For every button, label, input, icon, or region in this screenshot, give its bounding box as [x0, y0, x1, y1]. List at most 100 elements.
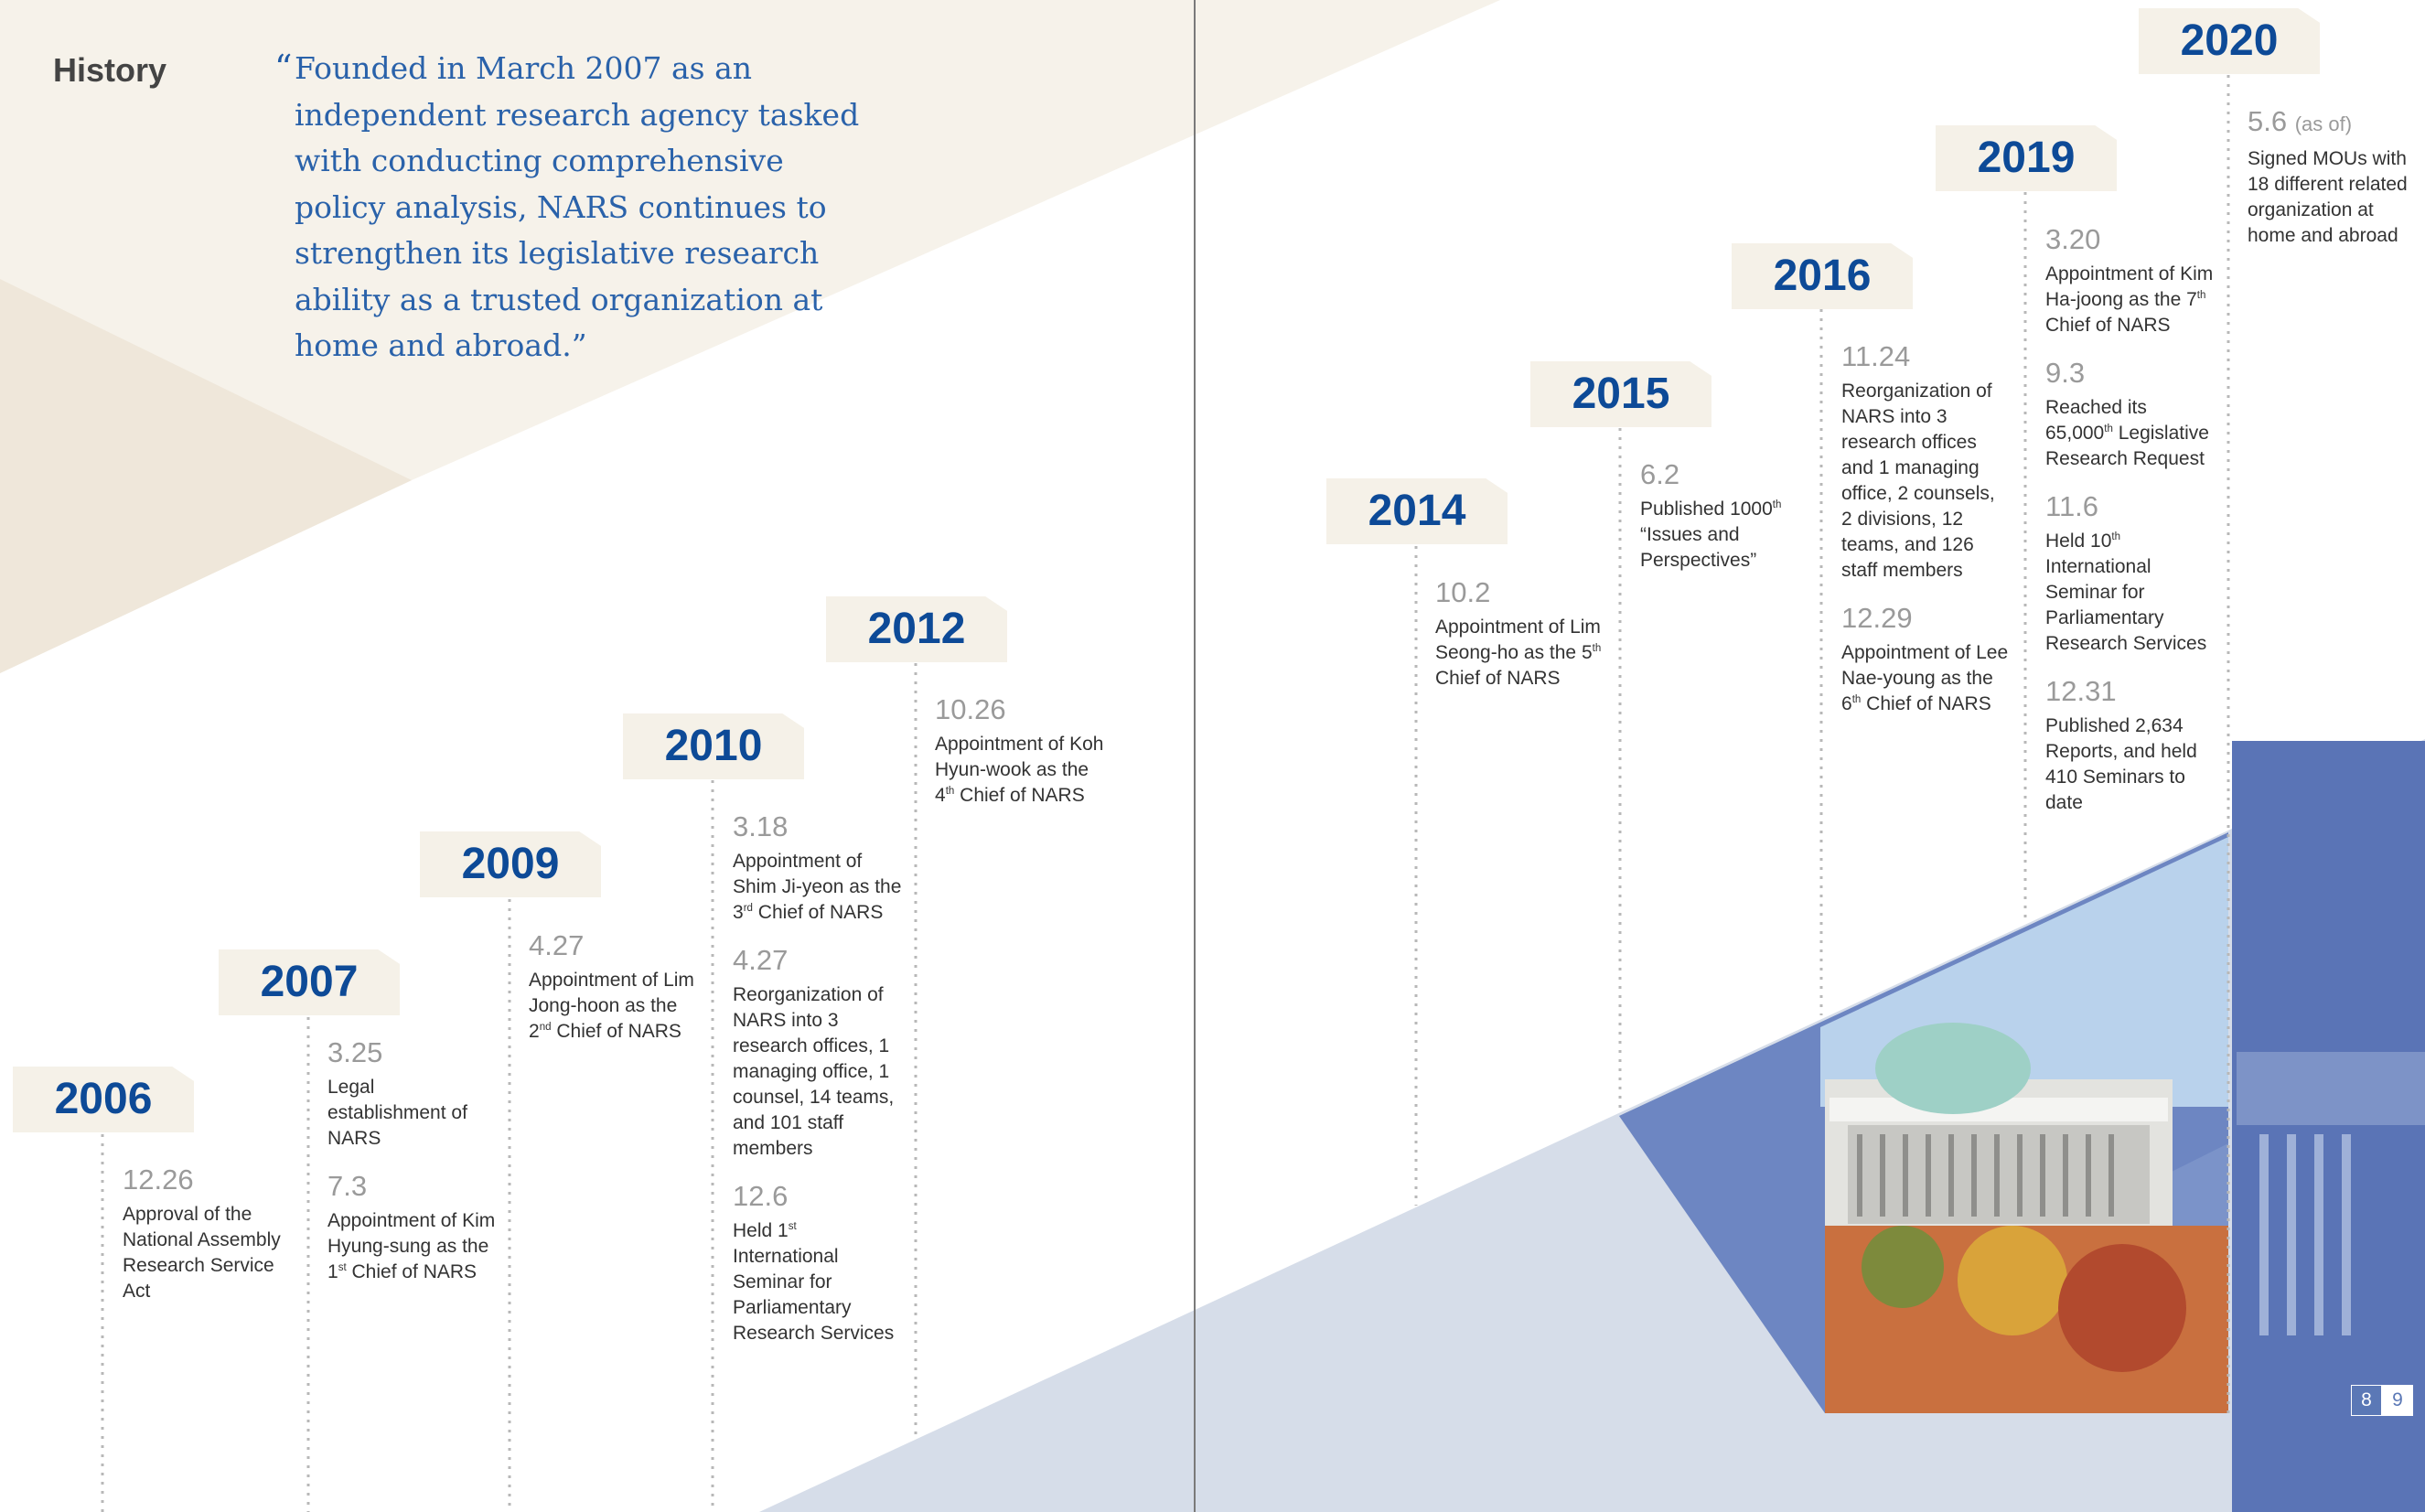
ordinal-suffix: st	[338, 1262, 347, 1273]
event-item: 12.26 Approval of the National Assembly …	[123, 1163, 292, 1304]
year-tab-2009: 2009	[420, 831, 601, 897]
event-description: Reached its 65,000th Legislative Researc…	[2045, 395, 2215, 472]
event-date: 3.18	[733, 810, 789, 842]
event-description-text: Chief of NARS	[346, 1261, 477, 1282]
event-item: 3.20 Appointment of Kim Ha-joong as the …	[2045, 223, 2215, 338]
ordinal-suffix: th	[2196, 290, 2206, 301]
event-description: Published 2,634 Reports, and held 410 Se…	[2045, 715, 2197, 813]
event-description: Appointment of Kim Hyung-sung as the 1st…	[327, 1208, 497, 1285]
event-description: Appointment of Lim Jong-hoon as the 2nd …	[529, 968, 698, 1045]
event-description-text: Appointment of Lim Jong-hoon as the 2	[529, 970, 694, 1042]
year-label: 2010	[664, 722, 763, 770]
event-description-text: Appointment of Lee Nae-young as the 6	[1841, 642, 2009, 714]
events-2006: 12.26 Approval of the National Assembly …	[123, 1163, 292, 1304]
events-2010: 3.18 Appointment of Shim Ji-yeon as the …	[733, 810, 902, 1346]
event-item: 11.6 Held 10th International Seminar for…	[2045, 490, 2215, 657]
open-quote-mark: “	[274, 48, 293, 88]
events-2016: 11.24 Reorganization of NARS into 3 rese…	[1841, 340, 2011, 717]
event-description-text: Appointment of Koh Hyun-wook as the 4	[935, 734, 1104, 806]
ordinal-suffix: th	[945, 786, 955, 797]
event-item: 3.25 Legal establishment of NARS	[327, 1036, 497, 1152]
year-label: 2016	[1773, 252, 1872, 300]
event-description: Approval of the National Assembly Resear…	[123, 1204, 281, 1302]
page-number-left: 8	[2351, 1385, 2382, 1416]
event-date: 12.26	[123, 1163, 194, 1196]
page-spine	[1194, 0, 1196, 1512]
ordinal-suffix: st	[788, 1221, 797, 1232]
event-description: Appointment of Shim Ji-yeon as the 3rd C…	[733, 849, 902, 926]
event-description-text: Chief of NARS	[752, 902, 884, 923]
year-label: 2006	[54, 1075, 153, 1123]
intro-quote: Founded in March 2007 as an independent …	[295, 50, 860, 363]
year-label: 2020	[2180, 16, 2279, 65]
event-description: Held 1st International Seminar for Parli…	[733, 1218, 902, 1346]
event-item: 6.2 Published 1000th “Issues and Perspec…	[1640, 458, 1809, 574]
ordinal-suffix: nd	[539, 1022, 552, 1033]
event-item: 4.27 Appointment of Lim Jong-hoon as the…	[529, 929, 698, 1045]
year-label: 2012	[867, 605, 966, 653]
event-date: 6.2	[1640, 458, 1680, 490]
event-description: Appointment of Kim Ha-joong as the 7th C…	[2045, 262, 2215, 338]
event-description-text: Held 1	[733, 1220, 789, 1241]
event-description: Legal establishment of NARS	[327, 1077, 467, 1149]
event-description-text: Chief of NARS	[1435, 668, 1561, 689]
year-tab-2015: 2015	[1530, 361, 1711, 427]
event-description-text: Chief of NARS	[954, 785, 1085, 806]
event-item: 12.31 Published 2,634 Reports, and held …	[2045, 675, 2215, 816]
event-item: 12.6 Held 1st International Seminar for …	[733, 1180, 902, 1346]
event-date-text: 5.6	[2248, 105, 2288, 137]
event-item: 7.3 Appointment of Kim Hyung-sung as the…	[327, 1170, 497, 1285]
event-description-text: Chief of NARS	[2045, 315, 2171, 336]
section-title: History	[53, 51, 167, 89]
event-description-text: Legislative Research Request	[2045, 423, 2209, 469]
ordinal-suffix: th	[1851, 694, 1862, 705]
year-tab-2020: 2020	[2139, 8, 2320, 74]
year-label: 2015	[1572, 370, 1670, 418]
event-date: 3.20	[2045, 223, 2101, 255]
event-description-text: Chief of NARS	[1861, 693, 1991, 714]
event-date: 12.29	[1841, 602, 1913, 634]
ordinal-suffix: th	[2104, 424, 2113, 434]
national-assembly-building-photo	[1619, 741, 2425, 1512]
year-label: 2007	[260, 958, 359, 1006]
page-numbers: 8 9	[2351, 1385, 2413, 1416]
event-date: 5.6 (as of)	[2248, 105, 2417, 141]
event-item: 11.24 Reorganization of NARS into 3 rese…	[1841, 340, 2011, 584]
event-description-text: “Issues and Perspectives”	[1640, 524, 1757, 571]
event-description-text: Reached its 65,000	[2045, 397, 2147, 444]
event-date: 11.6	[2045, 490, 2099, 522]
events-2007: 3.25 Legal establishment of NARS 7.3 App…	[327, 1036, 497, 1285]
event-description: Appointment of Koh Hyun-wook as the 4th …	[935, 732, 1104, 809]
event-description: Published 1000th “Issues and Perspective…	[1640, 497, 1809, 574]
year-tab-2014: 2014	[1326, 478, 1508, 544]
beige-top-left-shape	[0, 0, 1500, 673]
event-date: 9.3	[2045, 357, 2086, 389]
year-tab-2007: 2007	[219, 949, 400, 1015]
event-description-text: Appointment of Shim Ji-yeon as the 3	[733, 851, 902, 923]
events-2019: 3.20 Appointment of Kim Ha-joong as the …	[2045, 223, 2215, 816]
ordinal-suffix: th	[1592, 643, 1602, 654]
event-date: 11.24	[1841, 340, 1911, 372]
event-description-text: Appointment of Kim Hyung-sung as the 1	[327, 1210, 496, 1282]
year-tab-2019: 2019	[1936, 125, 2117, 191]
event-description: Appointment of Lim Seong-ho as the 5th C…	[1435, 615, 1604, 692]
event-description-text: Held 10	[2045, 531, 2112, 552]
event-description: Appointment of Lee Nae-young as the 6th …	[1841, 640, 2011, 717]
event-item: 3.18 Appointment of Shim Ji-yeon as the …	[733, 810, 902, 926]
event-description-text: Published 1000	[1640, 499, 1773, 520]
events-2012: 10.26 Appointment of Koh Hyun-wook as th…	[935, 693, 1104, 809]
event-description-text: International Seminar for Parliamentary …	[2045, 556, 2207, 654]
events-2009: 4.27 Appointment of Lim Jong-hoon as the…	[529, 929, 698, 1045]
year-tab-2010: 2010	[623, 713, 804, 779]
event-description-text: Appointment of Lim Seong-ho as the 5	[1435, 617, 1601, 663]
event-item: 10.26 Appointment of Koh Hyun-wook as th…	[935, 693, 1104, 809]
ordinal-suffix: rd	[743, 903, 753, 914]
ordinal-suffix: th	[2111, 531, 2121, 542]
event-item: 12.29 Appointment of Lee Nae-young as th…	[1841, 602, 2011, 717]
event-date: 12.31	[2045, 675, 2117, 707]
year-label: 2009	[461, 840, 560, 888]
event-date: 4.27	[529, 929, 585, 961]
event-item: 5.6 (as of) Signed MOUs with 18 differen…	[2248, 105, 2417, 249]
as-of-note: (as of)	[2294, 113, 2353, 135]
